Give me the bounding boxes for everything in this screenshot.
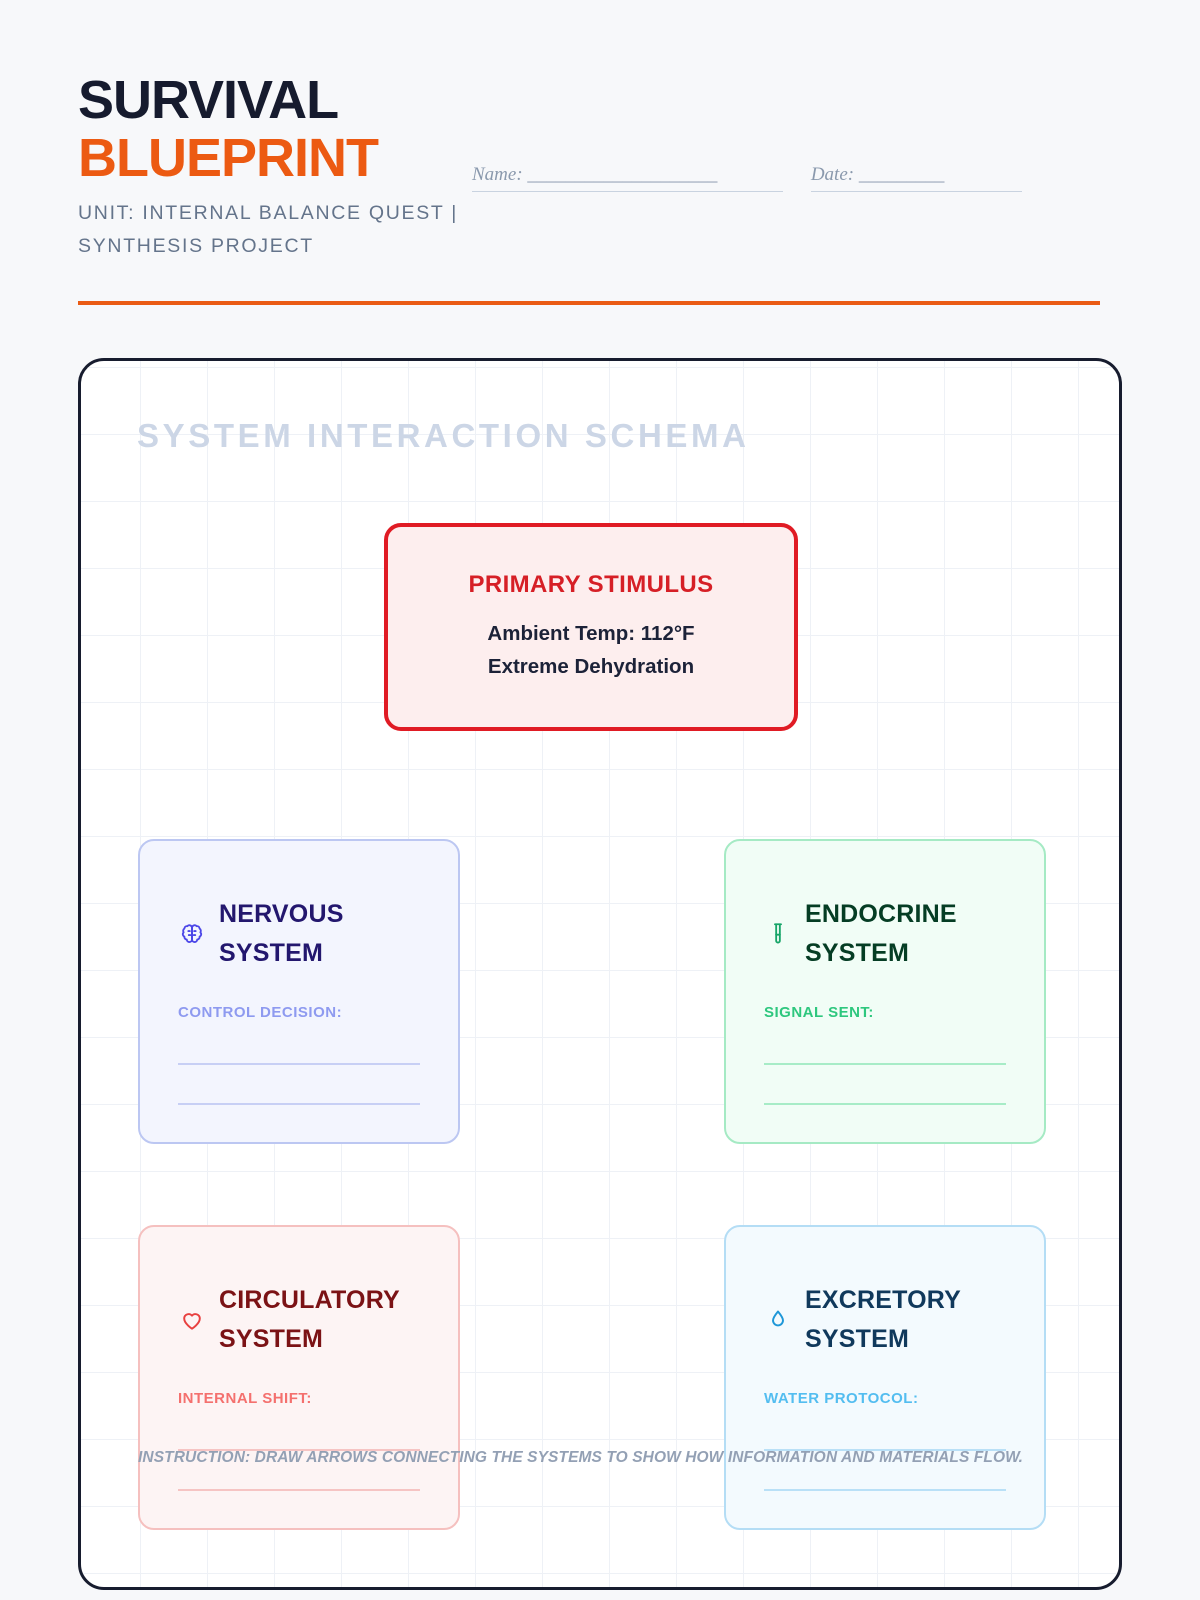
header-divider (78, 301, 1100, 305)
worksheet-header: SURVIVAL BLUEPRINT UNIT: INTERNAL BALANC… (78, 70, 1100, 264)
card-header: CIRCULATORY SYSTEM (178, 1281, 420, 1359)
card-title: EXCRETORY SYSTEM (805, 1281, 961, 1359)
page-title-accent: BLUEPRINT (78, 127, 379, 188)
answer-line[interactable] (178, 1063, 420, 1065)
heart-icon (178, 1307, 205, 1334)
card-header: NERVOUS SYSTEM (178, 895, 420, 973)
answer-line[interactable] (178, 1489, 420, 1491)
answer-lines[interactable] (178, 1063, 420, 1105)
card-title-line-2: SYSTEM (219, 939, 323, 967)
answer-line[interactable] (764, 1063, 1006, 1065)
answer-line[interactable] (764, 1103, 1006, 1105)
test-tube-icon (764, 921, 791, 948)
card-title: CIRCULATORY SYSTEM (219, 1281, 400, 1359)
card-title: ENDOCRINE SYSTEM (805, 895, 957, 973)
card-title-line-2: SYSTEM (805, 1325, 909, 1353)
card-header: EXCRETORY SYSTEM (764, 1281, 1006, 1359)
schema-title: SYSTEM INTERACTION SCHEMA (137, 417, 750, 454)
card-label: INTERNAL SHIFT: (178, 1390, 312, 1407)
answer-line[interactable] (178, 1449, 420, 1451)
card-header: ENDOCRINE SYSTEM (764, 895, 1006, 973)
water-drop-icon (764, 1307, 791, 1334)
system-card-circulatory[interactable]: CIRCULATORY SYSTEM INTERNAL SHIFT: (138, 1225, 460, 1530)
answer-line[interactable] (178, 1103, 420, 1105)
system-card-nervous[interactable]: NERVOUS SYSTEM CONTROL DECISION: (138, 839, 460, 1144)
card-title: NERVOUS SYSTEM (219, 895, 344, 973)
student-meta-fields: Name: ____________________ Date: _______… (472, 164, 1022, 192)
date-field[interactable]: Date: _________ (810, 164, 1022, 192)
primary-stimulus-box: PRIMARY STIMULUS Ambient Temp: 112°F Ext… (384, 523, 798, 731)
answer-line[interactable] (764, 1449, 1006, 1451)
system-card-endocrine[interactable]: ENDOCRINE SYSTEM SIGNAL SENT: (724, 839, 1046, 1144)
card-title-line-1: EXCRETORY (805, 1286, 961, 1314)
card-title-line-1: NERVOUS (219, 900, 344, 928)
card-title-line-1: ENDOCRINE (805, 900, 957, 928)
answer-lines[interactable] (764, 1063, 1006, 1105)
stimulus-title: PRIMARY STIMULUS (468, 571, 714, 599)
unit-subtitle: UNIT: INTERNAL BALANCE QUEST | SYNTHESIS… (78, 201, 459, 258)
schema-canvas[interactable]: SYSTEM INTERACTION SCHEMA PRIMARY STIMUL… (78, 358, 1122, 1590)
answer-lines[interactable] (178, 1449, 420, 1491)
answer-lines[interactable] (764, 1449, 1006, 1491)
instruction-text: INSTRUCTION: DRAW ARROWS CONNECTING THE … (138, 1449, 1024, 1466)
stimulus-line-2: Extreme Dehydration (487, 654, 695, 678)
system-card-excretory[interactable]: EXCRETORY SYSTEM WATER PROTOCOL: (724, 1225, 1046, 1530)
brain-icon (178, 921, 205, 948)
card-title-line-1: CIRCULATORY (219, 1286, 400, 1314)
name-field[interactable]: Name: ____________________ (472, 164, 783, 192)
card-label: WATER PROTOCOL: (764, 1390, 919, 1407)
page-title-primary: SURVIVAL (78, 70, 339, 130)
card-title-line-2: SYSTEM (219, 1325, 323, 1353)
stimulus-line-1: Ambient Temp: 112°F (487, 622, 695, 646)
card-label: SIGNAL SENT: (764, 1004, 874, 1021)
card-label: CONTROL DECISION: (178, 1004, 343, 1021)
card-title-line-2: SYSTEM (805, 939, 909, 967)
answer-line[interactable] (764, 1489, 1006, 1491)
